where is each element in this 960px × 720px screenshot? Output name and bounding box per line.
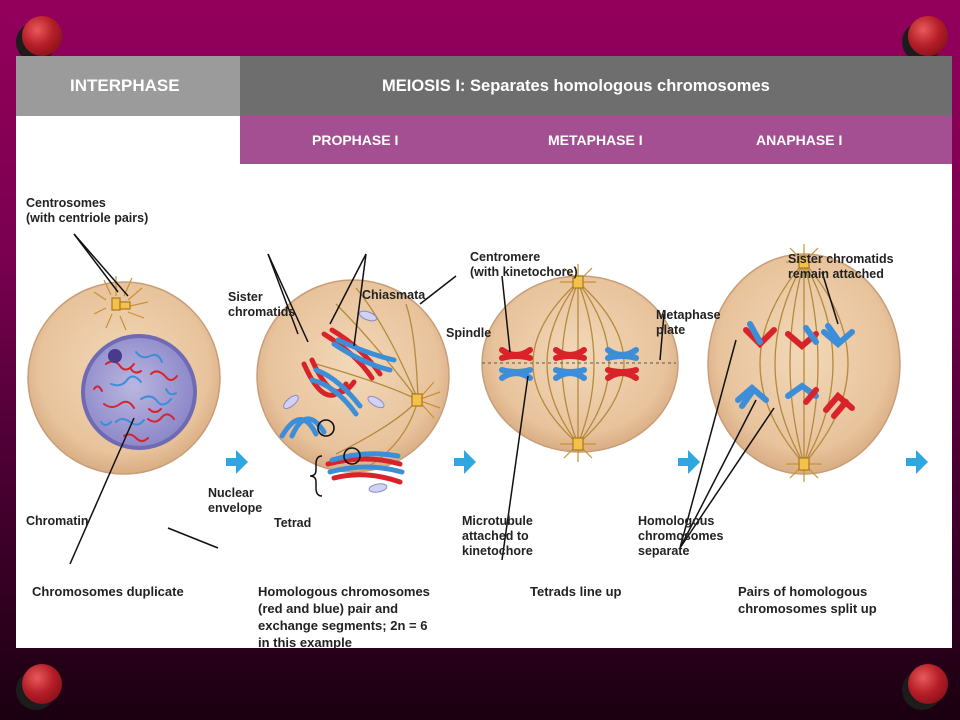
corner-decoration-top-left [22, 16, 62, 56]
stage-title-prophase: PROPHASE I [312, 132, 399, 148]
label-homologous-separate: Homologous chromosomes separate [638, 514, 724, 558]
caption-interphase: Chromosomes duplicate [32, 584, 184, 599]
nucleus [81, 334, 197, 450]
label-centromere: Centromere (with kinetochore) [470, 250, 578, 279]
label-sister-chromatids: Sister chromatids [228, 290, 296, 319]
arrow-right-icon [226, 450, 248, 474]
chiasma-marker-1 [317, 419, 335, 437]
stage-header-band [240, 116, 952, 164]
centrosomes [93, 276, 149, 331]
corner-decoration-bottom-right [908, 664, 948, 704]
corner-decoration-top-right [908, 16, 948, 56]
meiosis-diagram-panel: INTERPHASE MEIOSIS I: Separates homologo… [16, 56, 952, 648]
prophase-cell [256, 279, 450, 497]
label-microtubule: Microtubule attached to kinetochore [462, 514, 533, 558]
metaphase-cell [481, 264, 679, 462]
meiosis-title: MEIOSIS I: Separates homologous chromoso… [382, 77, 770, 95]
interphase-cell [27, 276, 221, 475]
label-chiasmata: Chiasmata [362, 288, 426, 302]
arrow-right-icon [906, 450, 928, 474]
label-metaphase-plate: Metaphase plate [656, 308, 721, 337]
caption-anaphase: Pairs of homologous chromosomes split up [738, 584, 877, 616]
anaphase-chromosomes [735, 321, 855, 419]
label-tetrad: Tetrad [274, 516, 312, 530]
tetrad-bracket [309, 455, 323, 497]
caption-prophase: Homologous chromosomes (red and blue) pa… [258, 584, 430, 648]
label-chromatin: Chromatin [26, 514, 89, 528]
stage-title-anaphase: ANAPHASE I [756, 132, 843, 148]
label-leader-lines [69, 233, 839, 565]
chiasma-marker-2 [343, 447, 361, 465]
interphase-title: INTERPHASE [70, 76, 180, 95]
arrow-right-icon [454, 450, 476, 474]
interphase-header-band [16, 56, 240, 116]
corner-decoration-bottom-left [22, 664, 62, 704]
meiosis-header-band [240, 56, 952, 116]
stage-arrows [226, 450, 928, 474]
label-centrosomes: Centrosomes (with centriole pairs) [26, 196, 149, 225]
stage-title-metaphase: METAPHASE I [548, 132, 643, 148]
anaphase-cell [707, 244, 901, 482]
label-sister-chromatids-remain: Sister chromatids remain attached [788, 252, 894, 281]
label-spindle: Spindle [446, 326, 492, 340]
caption-metaphase: Tetrads line up [530, 584, 622, 599]
meiosis-illustration [27, 233, 928, 565]
arrow-right-icon [678, 450, 700, 474]
prophase-centrosome [411, 381, 441, 419]
label-nuclear-envelope: Nuclear envelope [208, 486, 263, 515]
prophase-chromosomes [279, 310, 405, 493]
